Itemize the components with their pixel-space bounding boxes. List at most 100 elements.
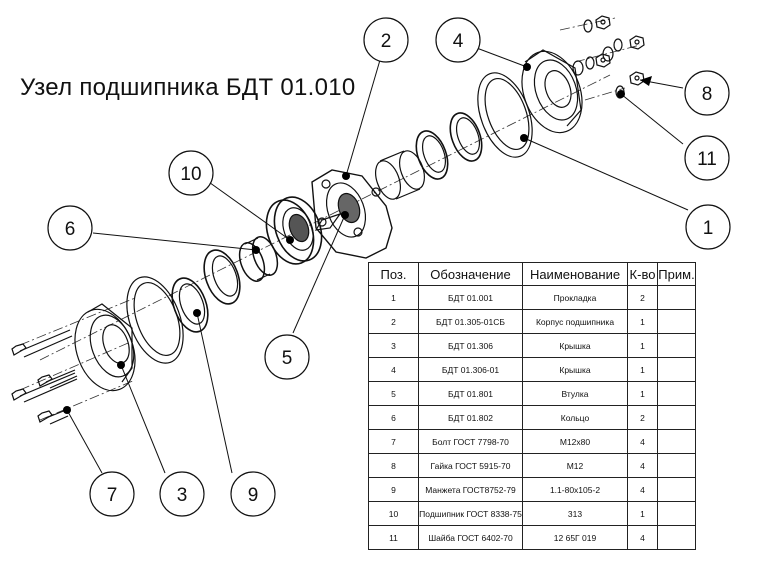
position-cell: 2 <box>368 309 419 334</box>
callout-5: 5 <box>264 334 310 380</box>
name-cell: М12 <box>522 453 628 478</box>
designation-cell: Шайба ГОСТ 6402-70 <box>418 525 523 550</box>
axis-lines <box>19 17 641 421</box>
note-cell <box>657 309 696 334</box>
note-cell <box>657 381 696 406</box>
quantity-cell: 4 <box>627 453 658 478</box>
bearing-part <box>265 196 323 265</box>
svg-text:7: 7 <box>107 485 118 506</box>
header-name: Наименование <box>522 262 628 286</box>
table-header-row: Поз. Обозначение Наименование К-во Прим. <box>368 262 696 286</box>
callout-11: 11 <box>684 135 730 181</box>
position-cell: 5 <box>368 381 419 406</box>
svg-text:4: 4 <box>453 31 464 52</box>
svg-text:1: 1 <box>703 218 714 239</box>
name-cell: Прокладка <box>522 285 628 310</box>
quantity-cell: 4 <box>627 477 658 502</box>
drawing-title: Узел подшипника БДТ 01.010 <box>20 74 356 101</box>
quantity-cell: 1 <box>627 501 658 526</box>
cover-part-right <box>521 49 583 134</box>
leader-lines <box>66 46 689 474</box>
seal-part-right <box>415 112 483 180</box>
svg-text:10: 10 <box>180 164 201 185</box>
name-cell: М12х80 <box>522 429 628 454</box>
position-cell: 1 <box>368 285 419 310</box>
designation-cell: БДТ 01.802 <box>418 405 523 430</box>
svg-text:2: 2 <box>381 31 392 52</box>
callout-8: 8 <box>684 70 730 116</box>
callout-10: 10 <box>168 150 214 196</box>
designation-cell: БДТ 01.801 <box>418 381 523 406</box>
cover-part-left <box>74 303 136 392</box>
name-cell: 12 65Г 019 <box>522 525 628 550</box>
position-cell: 7 <box>368 429 419 454</box>
name-cell: 1.1-80х105-2 <box>522 477 628 502</box>
quantity-cell: 4 <box>627 429 658 454</box>
svg-text:8: 8 <box>702 84 713 105</box>
svg-text:11: 11 <box>697 149 717 170</box>
callout-6: 6 <box>47 205 93 251</box>
name-cell: Крышка <box>522 333 628 358</box>
quantity-cell: 1 <box>627 357 658 382</box>
washer-part <box>572 19 625 99</box>
svg-text:6: 6 <box>65 219 76 240</box>
specification-table: Поз. Обозначение Наименование К-во Прим.… <box>368 262 696 550</box>
quantity-cell: 2 <box>627 285 658 310</box>
note-cell <box>657 501 696 526</box>
name-cell: 313 <box>522 501 628 526</box>
callout-4: 4 <box>435 17 481 63</box>
note-cell <box>657 429 696 454</box>
note-cell <box>657 285 696 310</box>
leader-dots <box>63 63 652 414</box>
position-cell: 9 <box>368 477 419 502</box>
quantity-cell: 2 <box>627 405 658 430</box>
nut-part <box>595 15 645 86</box>
designation-cell: Гайка ГОСТ 5915-70 <box>418 453 523 478</box>
note-cell <box>657 357 696 382</box>
designation-cell: БДТ 01.001 <box>418 285 523 310</box>
header-position: Поз. <box>368 262 419 286</box>
position-cell: 3 <box>368 333 419 358</box>
note-cell <box>657 333 696 358</box>
name-cell: Втулка <box>522 381 628 406</box>
note-cell <box>657 453 696 478</box>
bolt-part <box>11 329 78 425</box>
name-cell: Крышка <box>522 357 628 382</box>
quantity-cell: 1 <box>627 333 658 358</box>
position-cell: 11 <box>368 525 419 550</box>
callout-7: 7 <box>89 471 135 517</box>
header-quantity: К-во <box>627 262 658 286</box>
svg-text:5: 5 <box>282 348 293 369</box>
position-cell: 6 <box>368 405 419 430</box>
designation-cell: БДТ 01.305-01СБ <box>418 309 523 334</box>
designation-cell: Манжета ГОСТ8752-79 <box>418 477 523 502</box>
position-cell: 8 <box>368 453 419 478</box>
callout-9: 9 <box>230 471 276 517</box>
gasket-part-left <box>126 276 184 364</box>
header-designation: Обозначение <box>418 262 523 286</box>
designation-cell: Подшипник ГОСТ 8338-75 <box>418 501 523 526</box>
svg-text:3: 3 <box>177 485 188 506</box>
position-cell: 4 <box>368 357 419 382</box>
note-cell <box>657 477 696 502</box>
callout-1: 1 <box>685 204 731 250</box>
callout-bubbles: 1 2 3 4 5 6 7 8 9 10 11 <box>47 17 731 517</box>
quantity-cell: 4 <box>627 525 658 550</box>
svg-text:9: 9 <box>248 485 259 506</box>
designation-cell: БДТ 01.306 <box>418 333 523 358</box>
note-cell <box>657 405 696 430</box>
callout-3: 3 <box>159 471 205 517</box>
name-cell: Кольцо <box>522 405 628 430</box>
